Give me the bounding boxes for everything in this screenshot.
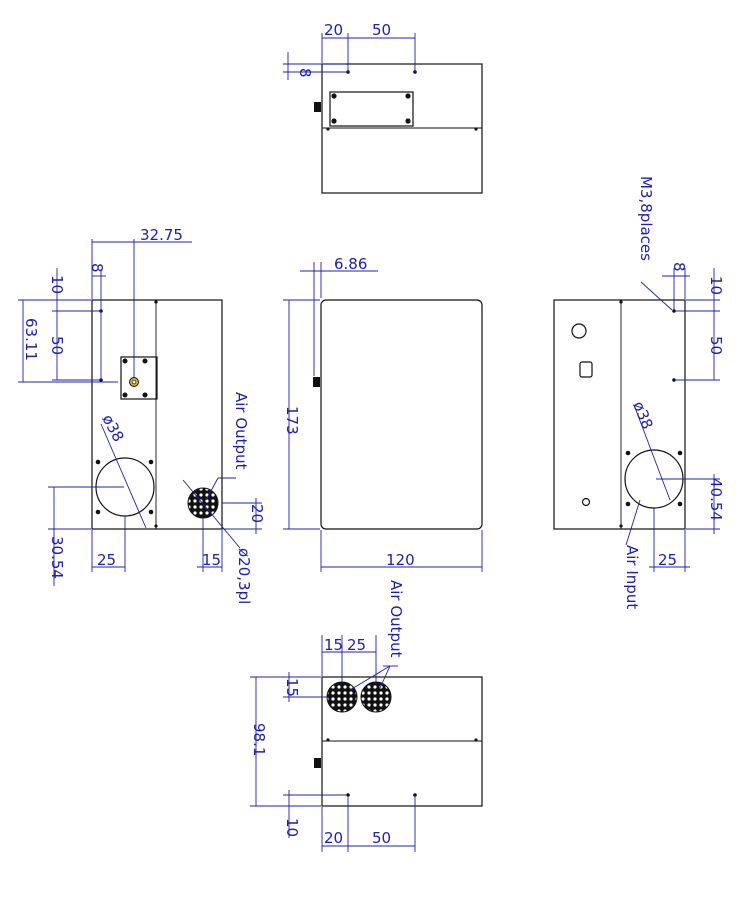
bottom-dim-98-1: 98.1 [250, 723, 268, 756]
top-view: 20 50 8 [283, 21, 483, 194]
bottom-dim-20: 20 [324, 829, 343, 847]
right-label-m3-8places: M3,8places [637, 176, 655, 261]
bottom-dim-50: 50 [372, 829, 391, 847]
bottom-view: Air Output 15 25 15 98.1 10 20 50 [250, 580, 483, 852]
front-view-outline [320, 299, 483, 530]
right-dim-40-54: 40.54 [707, 478, 725, 521]
right-dim-8: 8 [670, 262, 688, 272]
right-dim-10: 10 [707, 276, 725, 295]
left-dim-15: 15 [202, 551, 221, 569]
front-view-connector [313, 377, 320, 387]
left-view-panel [120, 356, 158, 400]
bottom-dim-25: 25 [347, 636, 366, 654]
top-view-connector [314, 102, 321, 112]
front-dim-6-86: 6.86 [334, 255, 367, 273]
bottom-dim-10: 10 [283, 818, 301, 837]
right-dim-50: 50 [707, 336, 725, 355]
front-dim-120: 120 [386, 551, 415, 569]
left-dim-20: 20 [248, 504, 266, 523]
right-view-switch [579, 361, 593, 378]
front-dim-173: 173 [283, 406, 301, 435]
top-dim-8: 8 [296, 68, 314, 78]
left-dim-dia20-3pl: ø20,3pl [235, 548, 253, 604]
bottom-dim-15-vertical: 15 [283, 678, 301, 697]
left-view: 32.75 8 10 50 63.11 ø38 Air Output 20 ø2… [18, 226, 266, 604]
right-label-air-input: Air Input [623, 545, 641, 609]
left-label-air-output: Air Output [232, 392, 250, 470]
top-view-outline [321, 63, 483, 194]
right-dim-25: 25 [658, 551, 677, 569]
top-dim-50: 50 [372, 21, 391, 39]
left-dim-25: 25 [97, 551, 116, 569]
bottom-view-connector [314, 758, 321, 768]
right-view-round-port [571, 323, 587, 339]
bottom-view-outline [321, 676, 483, 807]
front-view: 6.86 173 120 [283, 255, 483, 572]
right-dim-dia38: ø38 [629, 399, 656, 432]
right-view-small-hole [581, 497, 591, 507]
bottom-view-air-outlet-grill [326, 681, 358, 713]
bottom-dim-15: 15 [324, 636, 343, 654]
right-view: M3,8places 8 10 50 ø38 40.54 Air Input 2… [553, 176, 725, 609]
left-dim-63-11: 63.11 [22, 318, 40, 361]
left-dim-10: 10 [48, 275, 66, 294]
left-dim-32-75: 32.75 [140, 226, 183, 244]
left-dim-8: 8 [88, 263, 106, 273]
bottom-view-air-outlet-grill [360, 681, 392, 713]
right-view-outline [553, 299, 686, 530]
left-dim-50: 50 [48, 336, 66, 355]
left-view-outline [91, 299, 223, 530]
bottom-label-air-output: Air Output [387, 580, 405, 658]
left-view-air-outlet-grill [187, 487, 219, 519]
left-dim-30-54: 30.54 [48, 536, 66, 579]
top-dim-20: 20 [324, 21, 343, 39]
top-view-panel [329, 91, 414, 127]
